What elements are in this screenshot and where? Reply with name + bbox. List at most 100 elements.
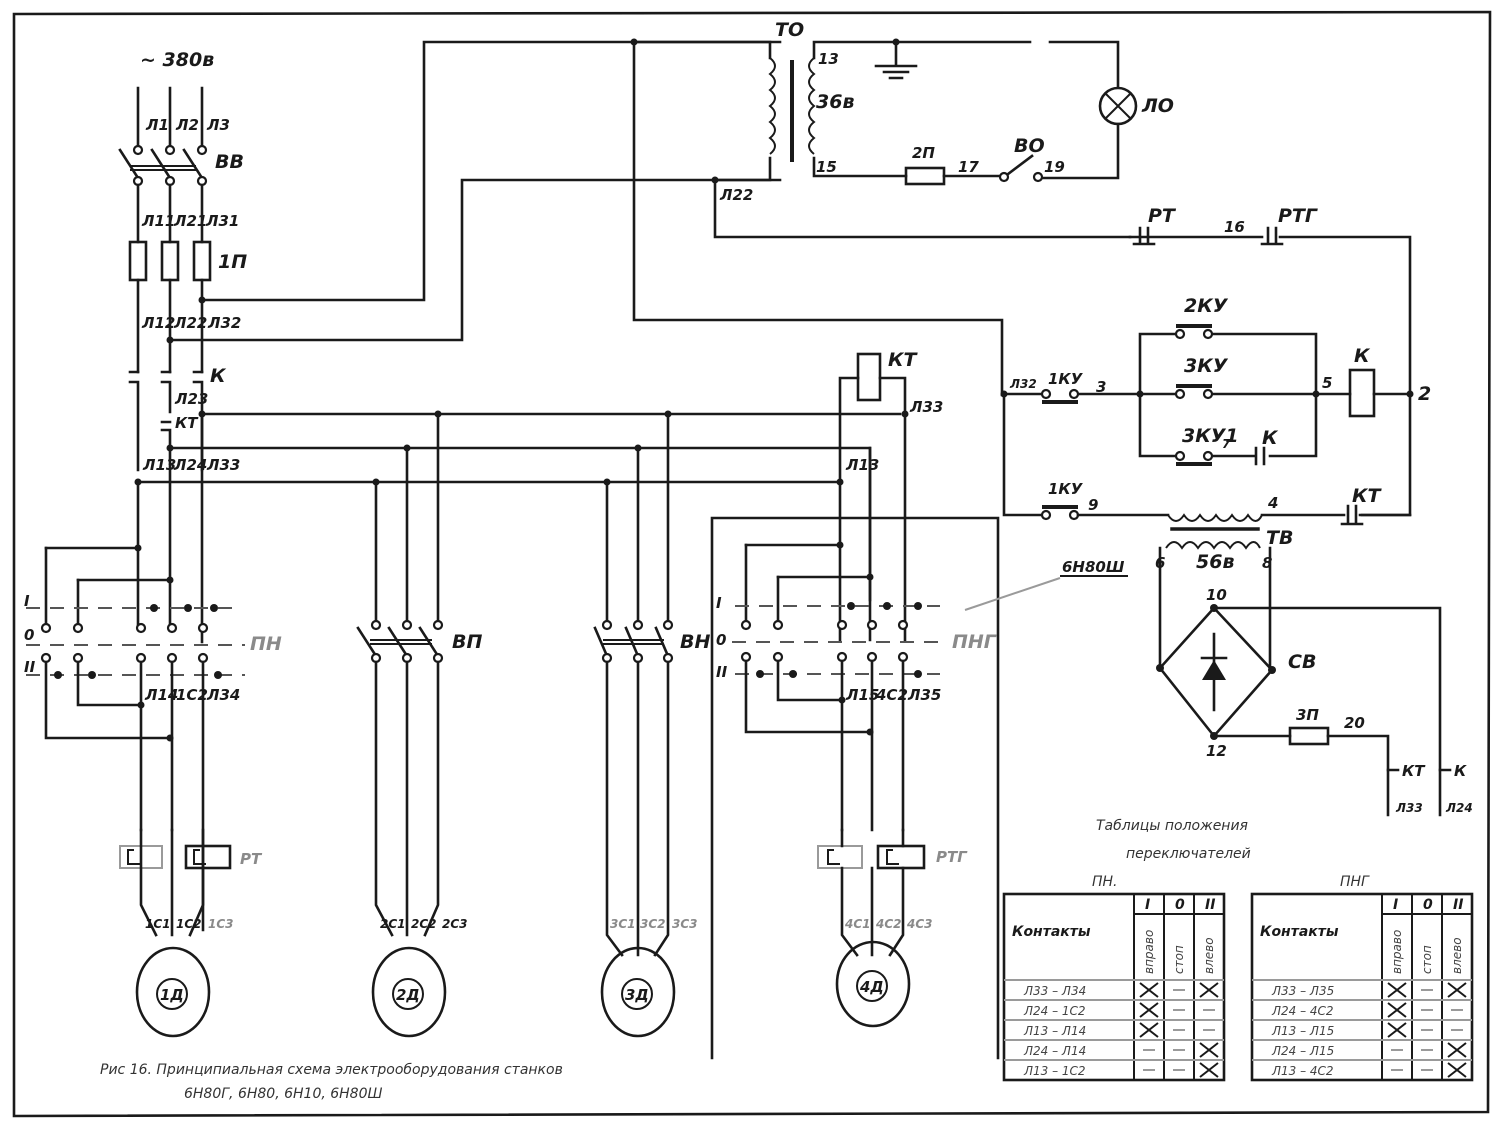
tables-title-line1: Таблицы положения [1096, 818, 1248, 834]
table-row-contact: Л24 – Л14 [1023, 1044, 1086, 1058]
table-contacts-header: Контакты [1260, 924, 1339, 940]
transformer-to-label: ТО [775, 19, 804, 41]
timer-coil-wire-l13: Л13 [845, 456, 879, 474]
fuse-1p-label: 1П [218, 251, 247, 273]
rtg-contact-label: РТГ [1278, 205, 1318, 227]
node-12: 12 [1206, 742, 1227, 760]
node-8: 8 [1262, 554, 1272, 572]
rt-contact-label: РТ [1148, 205, 1177, 227]
pn-out-l34: Л34 [206, 686, 240, 704]
fuse-2p-label: 2П [912, 144, 935, 162]
motor2-wire-1: 2С1 [380, 917, 406, 931]
brake-k-contact-label: К [1454, 762, 1467, 780]
motor1-wire-2: 1С2 [176, 917, 202, 931]
timer-contact-kt-label: КТ [175, 414, 199, 432]
brake-transformer-tv: ТВ 6 56в 8 [1155, 513, 1293, 670]
power-supply: ~ 380в Л1 Л2 Л3 [136, 49, 230, 147]
lighting-transformer-to: ТО 13 36в 15 Л22 [632, 19, 854, 204]
rt-contact-icon [1132, 226, 1156, 246]
table-position-name: влево [1450, 937, 1464, 974]
wire-l23: Л23 [174, 390, 208, 408]
table-position-header: I [1393, 897, 1398, 913]
png-position-2: II [716, 663, 728, 681]
table-mark-closed [1447, 1062, 1467, 1078]
k-hold-contact-icon [1254, 446, 1266, 466]
png-callout-label: 6Н80Ш [1062, 558, 1125, 576]
table-row-contact: Л24 – 4С2 [1271, 1004, 1334, 1018]
table-png-name: ПНГ [1340, 874, 1370, 890]
table-mark-closed [1447, 1042, 1467, 1058]
drawing-frame [12, 10, 1492, 1118]
table-row-contact: Л13 – 1С2 [1023, 1064, 1086, 1078]
table-border [1250, 892, 1474, 1082]
node-17: 17 [958, 158, 979, 176]
table-mark-closed [1387, 1022, 1407, 1038]
transformer-tv-label: ТВ [1266, 527, 1293, 549]
button-1ku-label: 1КУ [1048, 370, 1084, 388]
node-3: 3 [1096, 378, 1106, 396]
contactor-k-contacts: К Л23 КТ Л13 Л24 Л33 [128, 365, 240, 486]
table-row-contact: Л13 – Л14 [1023, 1024, 1086, 1038]
pn-position-1: I [24, 592, 30, 610]
motor2-wire-3: 2С3 [442, 917, 468, 931]
png-position-1: I [716, 594, 722, 612]
png-enclosure [710, 516, 1000, 1060]
png-out-l15: Л15 [845, 686, 879, 704]
wire-l13: Л13 [142, 456, 176, 474]
lighting-switch-label: ВО [1014, 135, 1045, 157]
motor2-wire-2: 2С2 [411, 917, 437, 931]
node-9: 9 [1088, 496, 1098, 514]
figure-caption: Рис 16. Принципиальная схема электрообор… [100, 1062, 563, 1102]
table-position-header: II [1453, 897, 1463, 913]
node-6: 6 [1155, 554, 1165, 572]
switch-vn: ВН [593, 412, 710, 664]
table-mark-closed [1387, 982, 1407, 998]
button-2ku-label: 2КУ [1184, 295, 1229, 317]
k-hold-contact-label: К [1262, 427, 1279, 449]
table-mark-closed [1199, 1062, 1219, 1078]
motor-3: 3С1 3С2 3С3 3Д [600, 660, 698, 1038]
brake-wire-l24: Л24 [1445, 801, 1473, 815]
caption-line1: Рис 16. Принципиальная схема электрообор… [100, 1062, 563, 1078]
wire-l11: Л11 [141, 212, 175, 230]
png-position-0: 0 [716, 631, 726, 649]
node-5: 5 [1322, 374, 1332, 392]
table-row-contact: Л24 – Л15 [1271, 1044, 1334, 1058]
pn-out-l14: Л14 [144, 686, 178, 704]
table-position-name: вправо [1390, 930, 1404, 974]
main-switch-vv: ВВ [118, 144, 244, 187]
motor2-label: 2Д [396, 986, 420, 1004]
wire-l22: Л22 [173, 314, 207, 332]
wire-l22-primary: Л22 [719, 186, 753, 204]
brake-wire-l33: Л33 [1395, 801, 1423, 815]
coil-k-label: К [1354, 345, 1371, 367]
lamp-icon [1098, 86, 1138, 126]
node-16: 16 [1224, 218, 1245, 236]
timer-coil-wire-l33: Л33 [909, 398, 943, 416]
motor-1: 1С1 1С2 1С3 1Д [135, 828, 234, 1038]
table-border [1002, 892, 1226, 1082]
tables-title-line2: переключателей [1126, 846, 1251, 862]
table-contacts-header: Контакты [1012, 924, 1091, 940]
node-13: 13 [818, 50, 839, 68]
png-out-4c2: 4С2 [875, 686, 908, 704]
node-10: 10 [1206, 586, 1227, 604]
table-row-contact: Л24 – 1С2 [1023, 1004, 1086, 1018]
table-position-name: влево [1202, 937, 1216, 974]
node-20: 20 [1344, 714, 1365, 732]
table-position-name: стоп [1172, 945, 1186, 974]
switch-png: I 0 II ПНГ Л15 4С2 Л35 6Н80Ш [716, 412, 1128, 832]
kt-contact-icon [1340, 504, 1364, 526]
png-out-l35: Л35 [907, 686, 941, 704]
switch-position-tables: Таблицы положения переключателей ПН. ПНГ… [1002, 818, 1474, 1082]
rectifier-label: СВ [1288, 651, 1316, 673]
switch-vn-label: ВН [680, 631, 710, 653]
table-mark-closed [1139, 1022, 1159, 1038]
thermal-relay-rtg-label: РТГ [936, 848, 968, 866]
motor1-label: 1Д [160, 986, 184, 1004]
motor3-wire-1: 3С1 [610, 917, 636, 931]
motor4-wire-3: 4С3 [906, 917, 933, 931]
